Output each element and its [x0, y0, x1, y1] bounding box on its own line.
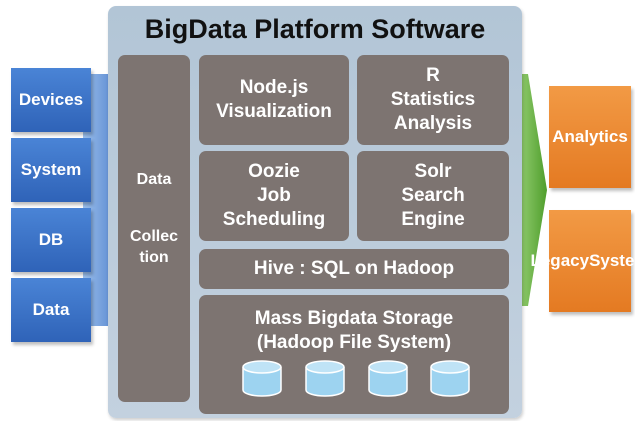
source-db: DB [11, 208, 91, 272]
database-cylinder-icon [368, 360, 408, 397]
solr-line1: Solr [414, 160, 452, 182]
nodejs-line2: Visualization [216, 101, 332, 122]
output-legacy-system: Legacy System [530, 210, 635, 312]
database-cylinder-icon [242, 360, 282, 397]
collection-label-collec: Collec [129, 228, 178, 246]
r-line1: R [426, 64, 440, 86]
data-collection-tile: Data Collec tion [118, 55, 190, 402]
solr-search-tile: Solr Search Engine [357, 151, 509, 241]
hive-line1: Hive : SQL on Hadoop [253, 257, 455, 279]
source-system: System [11, 138, 91, 202]
oozie-line3: Scheduling [222, 209, 326, 231]
nodejs-line1: Node.js [239, 76, 309, 98]
solr-line3: Engine [401, 209, 465, 231]
storage-line1: Mass Bigdata Storage [254, 308, 454, 329]
source-data: Data [11, 278, 91, 342]
oozie-line2: Job [257, 184, 291, 206]
solr-line2: Search [401, 184, 465, 206]
collection-label-data: Data [136, 171, 172, 189]
nodejs-visualization-tile: Node.js Visualization [199, 55, 349, 145]
storage-line2: (Hadoop File System) [256, 332, 452, 354]
r-line3: Analysis [393, 113, 473, 135]
database-cylinder-icon [430, 360, 470, 397]
r-line2: Statistics [390, 88, 476, 110]
oozie-line1: Oozie [248, 160, 300, 182]
source-devices: Devices [11, 68, 91, 132]
platform-title: BigData Platform Software [144, 14, 486, 44]
collection-label-tion: tion [139, 248, 169, 266]
output-analytics: Analytics [549, 86, 631, 188]
database-cylinder-icon [305, 360, 345, 397]
oozie-scheduling-tile: Oozie Job Scheduling [199, 151, 349, 241]
r-statistics-tile: R Statistics Analysis [357, 55, 509, 145]
hive-sql-tile: Hive : SQL on Hadoop [199, 249, 509, 289]
